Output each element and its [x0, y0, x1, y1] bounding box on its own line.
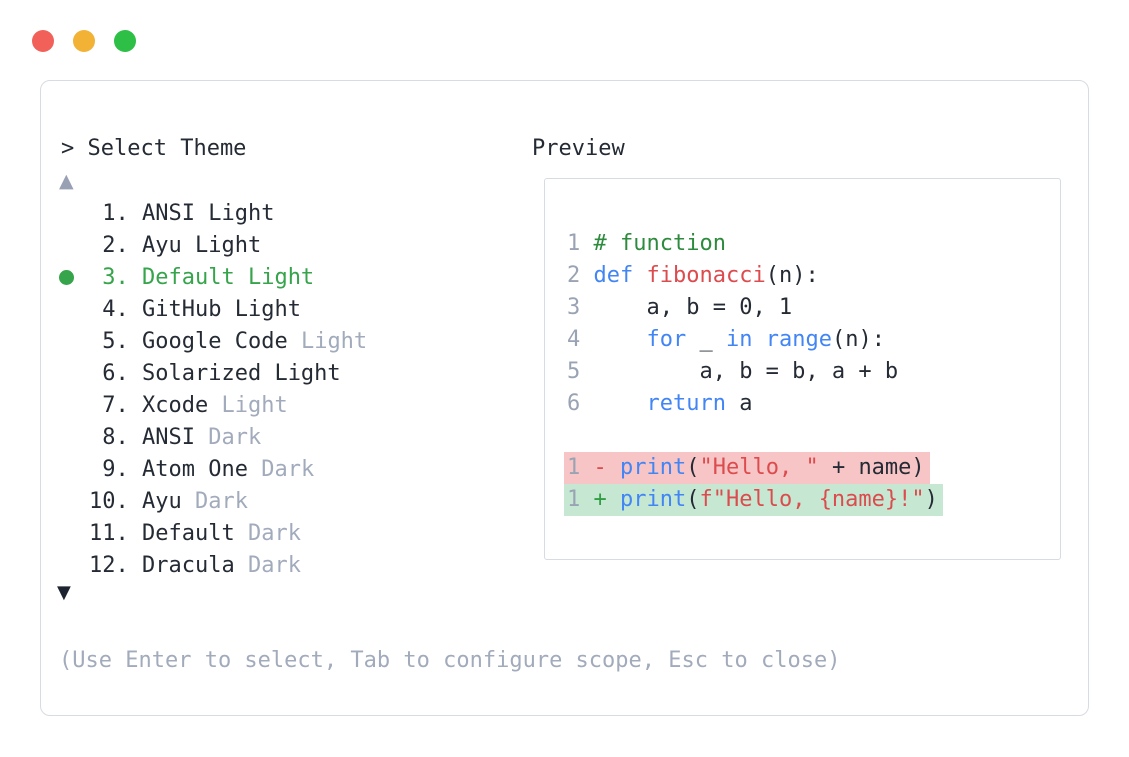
- theme-item-label: Solarized Light: [128, 360, 341, 386]
- window-controls: [32, 30, 136, 52]
- theme-item-variant-label: Dark: [247, 456, 315, 482]
- theme-item-number: 2.: [89, 232, 129, 258]
- theme-item-label: Dracula: [128, 552, 235, 578]
- theme-item-label: ANSI: [128, 424, 195, 450]
- bullet-spacer: [59, 485, 89, 517]
- theme-item-number: 1.: [89, 200, 129, 226]
- theme-item-variant-label: Light: [287, 328, 368, 354]
- select-theme-prompt: > Select Theme: [61, 136, 247, 161]
- diff-line-removed: 1 - print("Hello, " + name): [564, 452, 930, 484]
- line-number: 3: [567, 295, 594, 320]
- theme-item-google-code[interactable]: 5. Google Code Light: [59, 325, 367, 357]
- code-preview-pane: 1 # function 2 def fibonacci(n): 3 a, b = …: [544, 178, 1061, 560]
- bullet-spacer: [59, 197, 89, 229]
- theme-item-number: 6.: [89, 360, 129, 386]
- code-line: 5 a, b = b, a + b: [567, 359, 899, 384]
- selected-dot-icon: [59, 261, 89, 293]
- theme-item-variant-label: Dark: [234, 552, 301, 578]
- line-number: 1: [567, 231, 594, 256]
- scroll-down-icon[interactable]: ▼: [57, 582, 71, 603]
- code-line: 4 for _ in range(n):: [567, 327, 885, 352]
- theme-item-label: Default Light: [128, 264, 315, 290]
- theme-item-number: 11.: [89, 520, 129, 546]
- theme-item-number: 3.: [89, 264, 129, 290]
- theme-item-xcode[interactable]: 7. Xcode Light: [59, 389, 367, 421]
- theme-item-atom-one[interactable]: 9. Atom One Dark: [59, 453, 367, 485]
- bullet-spacer: [59, 517, 89, 549]
- theme-item-number: 12.: [89, 552, 129, 578]
- theme-selector-dialog: > Select Theme ▲ 1. ANSI Light 2. Ayu Li…: [40, 80, 1089, 716]
- theme-item-variant-label: Light: [208, 392, 288, 418]
- theme-item-ansi-light[interactable]: 1. ANSI Light: [59, 197, 367, 229]
- code-line: 2 def fibonacci(n):: [567, 263, 819, 288]
- theme-item-label: ANSI Light: [128, 200, 275, 226]
- theme-item-number: 4.: [89, 296, 129, 322]
- minimize-window-button[interactable]: [73, 30, 95, 52]
- line-number: 1: [567, 487, 594, 512]
- maximize-window-button[interactable]: [114, 30, 136, 52]
- close-window-button[interactable]: [32, 30, 54, 52]
- theme-item-variant-label: Dark: [194, 424, 262, 450]
- bullet-spacer: [59, 357, 89, 389]
- theme-item-ayu[interactable]: 10. Ayu Dark: [59, 485, 367, 517]
- bullet-spacer: [59, 325, 89, 357]
- keyboard-hint: (Use Enter to select, Tab to configure s…: [59, 648, 841, 673]
- bullet-spacer: [59, 389, 89, 421]
- theme-item-variant-label: Dark: [234, 520, 301, 546]
- theme-item-label: Atom One: [128, 456, 248, 482]
- theme-item-number: 10.: [89, 488, 129, 514]
- bullet-spacer: [59, 421, 89, 453]
- theme-item-github-light[interactable]: 4. GitHub Light: [59, 293, 367, 325]
- theme-item-default[interactable]: 11. Default Dark: [59, 517, 367, 549]
- line-number: 1: [567, 455, 594, 480]
- theme-item-number: 8.: [89, 424, 129, 450]
- theme-item-label: Xcode: [128, 392, 209, 418]
- code-line: 1 # function: [567, 231, 726, 256]
- theme-item-label: Google Code: [128, 328, 288, 354]
- theme-item-ansi[interactable]: 8. ANSI Dark: [59, 421, 367, 453]
- line-number: 4: [567, 327, 594, 352]
- code-blank-line: [564, 420, 572, 452]
- code-line: 3 a, b = 0, 1: [567, 295, 793, 320]
- line-number: 2: [567, 263, 594, 288]
- bullet-spacer: [59, 453, 89, 485]
- line-number: 6: [567, 391, 594, 416]
- theme-item-label: Ayu: [128, 488, 182, 514]
- theme-item-label: Ayu Light: [128, 232, 262, 258]
- theme-item-label: GitHub Light: [128, 296, 301, 322]
- theme-item-label: Default: [128, 520, 235, 546]
- theme-item-solarized-light[interactable]: 6. Solarized Light: [59, 357, 367, 389]
- code-line: 6 return a: [567, 391, 753, 416]
- theme-item-dracula[interactable]: 12. Dracula Dark: [59, 549, 367, 581]
- bullet-spacer: [59, 229, 89, 261]
- theme-list: 1. ANSI Light 2. Ayu Light 3. Default Li…: [59, 197, 367, 581]
- bullet-spacer: [59, 293, 89, 325]
- theme-item-default-light[interactable]: 3. Default Light: [59, 261, 367, 293]
- diff-line-added: 1 + print(f"Hello, {name}!"): [564, 484, 943, 516]
- theme-item-variant-label: Dark: [181, 488, 248, 514]
- scroll-up-icon[interactable]: ▲: [59, 170, 74, 192]
- line-number: 5: [567, 359, 594, 384]
- theme-item-number: 5.: [89, 328, 129, 354]
- theme-item-number: 7.: [89, 392, 129, 418]
- theme-item-number: 9.: [89, 456, 129, 482]
- preview-title: Preview: [532, 136, 625, 161]
- theme-item-ayu-light[interactable]: 2. Ayu Light: [59, 229, 367, 261]
